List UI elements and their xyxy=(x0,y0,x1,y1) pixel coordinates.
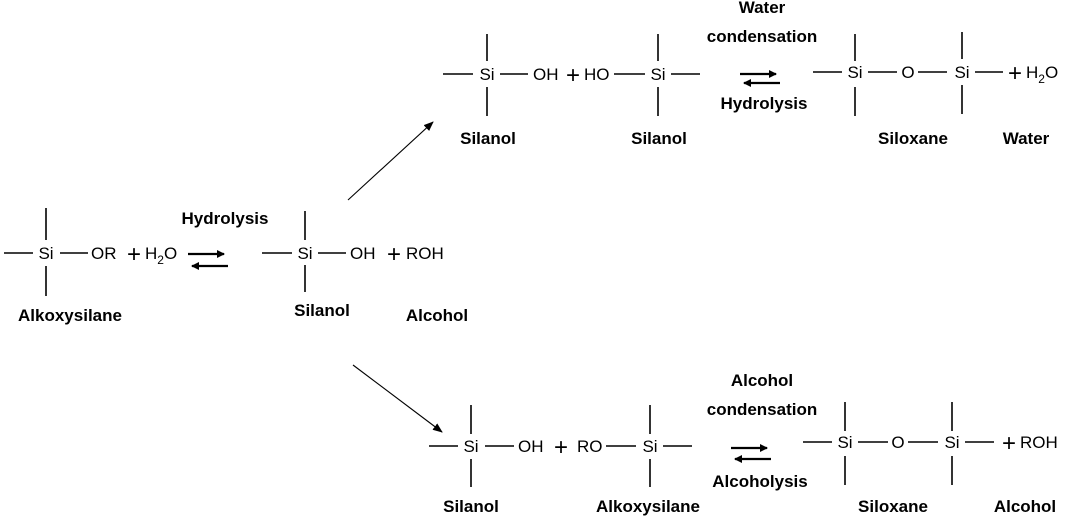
plus-sign: + xyxy=(387,241,401,268)
alkoxysilane-molecule: RO Si xyxy=(577,405,692,487)
silanol-label-1: Silanol xyxy=(460,129,516,148)
siloxane-label: Siloxane xyxy=(858,497,928,516)
silanol-label: Silanol xyxy=(294,301,350,320)
silanol-molecule-1: Si OH xyxy=(443,34,559,116)
alcoholysis-label: Alcoholysis xyxy=(712,472,807,491)
roh-formula: ROH xyxy=(1020,433,1058,452)
reaction-2-water-condensation: Si OH + HO Si Water condensation Hydroly… xyxy=(443,0,1058,148)
alcohol-label: Alcohol xyxy=(406,306,468,325)
alcohol-condensation-label-line2: condensation xyxy=(707,400,818,419)
water-formula: H2O xyxy=(145,244,177,267)
silicon-atom: Si xyxy=(463,437,478,456)
silanol-molecule-2: HO Si xyxy=(584,34,700,116)
silicon-atom-2: Si xyxy=(954,63,969,82)
silanol-label-2: Silanol xyxy=(631,129,687,148)
alcohol-condensation-label-line1: Alcohol xyxy=(731,371,793,390)
silicon-atom: Si xyxy=(297,244,312,263)
plus-sign: + xyxy=(127,241,141,268)
plus-sign: + xyxy=(566,62,580,89)
silicon-atom-1: Si xyxy=(837,433,852,452)
oh-group: OH xyxy=(518,437,544,456)
siloxane-molecule: Si O Si xyxy=(813,32,1003,116)
plus-sign: + xyxy=(554,434,568,461)
silicon-atom-1: Si xyxy=(847,63,862,82)
reaction-1-hydrolysis: Si OR + H2O Hydrolysis Si OH + ROH Alkox… xyxy=(4,208,468,325)
alkoxysilane-label: Alkoxysilane xyxy=(18,306,122,325)
silicon-atom: Si xyxy=(479,65,494,84)
hydrolysis-reverse-label: Hydrolysis xyxy=(721,94,808,113)
silicon-atom-2: Si xyxy=(944,433,959,452)
or-group: OR xyxy=(91,244,117,263)
alkoxysilane-label: Alkoxysilane xyxy=(596,497,700,516)
plus-sign: + xyxy=(1008,60,1022,87)
branch-arrow-down xyxy=(352,364,443,433)
ho-group: HO xyxy=(584,65,610,84)
silicon-atom: Si xyxy=(38,244,53,263)
plus-sign: + xyxy=(1002,430,1016,457)
oxygen-atom: O xyxy=(891,433,904,452)
oxygen-atom: O xyxy=(901,63,914,82)
silanol-molecule: Si OH xyxy=(429,405,544,487)
silicon-atom: Si xyxy=(642,437,657,456)
silanol-molecule: Si OH xyxy=(262,211,376,292)
silicon-atom: Si xyxy=(650,65,665,84)
water-label: Water xyxy=(1003,129,1050,148)
branch-arrow-up xyxy=(347,121,434,201)
oh-group: OH xyxy=(350,244,376,263)
alcohol-label: Alcohol xyxy=(994,497,1056,516)
oh-group: OH xyxy=(533,65,559,84)
siloxane-label: Siloxane xyxy=(878,129,948,148)
water-condensation-label-line2: condensation xyxy=(707,27,818,46)
ro-group: RO xyxy=(577,437,603,456)
siloxane-molecule: Si O Si xyxy=(803,402,994,485)
roh-formula: ROH xyxy=(406,244,444,263)
water-condensation-label-line1: Water xyxy=(739,0,786,17)
silanol-label: Silanol xyxy=(443,497,499,516)
reaction-3-alcohol-condensation: Si OH + RO Si Alcohol condensation Alcoh… xyxy=(429,371,1058,516)
water-formula: H2O xyxy=(1026,63,1058,86)
alkoxysilane-molecule: Si OR xyxy=(4,208,117,296)
hydrolysis-label: Hydrolysis xyxy=(182,209,269,228)
